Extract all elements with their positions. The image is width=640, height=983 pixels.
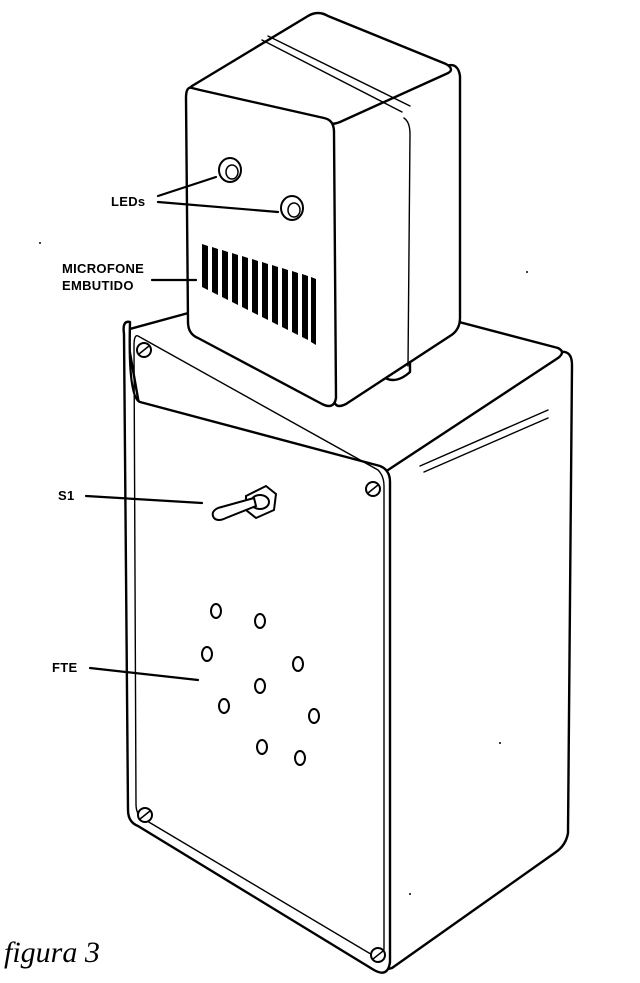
label-switch-s1: S1: [58, 488, 75, 503]
lid-split-line: [403, 117, 411, 367]
label-leds: LEDs: [111, 194, 145, 209]
leader-switch: [84, 494, 204, 505]
side-edge-highlight-2: [423, 417, 549, 473]
side-edge-highlight: [419, 409, 549, 467]
screw-bottom-right: [370, 947, 386, 963]
leader-lines: [84, 175, 280, 682]
screw-bottom-left: [137, 807, 153, 823]
leader-speaker: [88, 666, 200, 682]
speaker-grille: [201, 603, 320, 766]
led-1: [218, 157, 242, 183]
microphone-grille: [202, 244, 316, 345]
lid-split-line-2: [261, 39, 403, 113]
label-speaker-fte: FTE: [52, 660, 77, 675]
toggle-switch-s1: [211, 484, 278, 521]
lid-split-line-3: [267, 35, 411, 107]
screw-top-left: [136, 342, 152, 358]
label-microphone-line2: EMBUTIDO: [62, 278, 134, 293]
figure-caption: figura 3: [4, 936, 100, 969]
screw-top-right: [365, 481, 381, 497]
led-2: [280, 195, 304, 221]
leader-led-1: [156, 175, 218, 198]
scan-speckles: [39, 242, 528, 895]
label-microphone-line1: MICROFONE: [62, 261, 144, 276]
main-enclosure-front: [122, 320, 392, 974]
top-enclosure-side: [328, 63, 462, 408]
top-enclosure: [184, 11, 462, 408]
leader-led-2: [156, 200, 280, 214]
